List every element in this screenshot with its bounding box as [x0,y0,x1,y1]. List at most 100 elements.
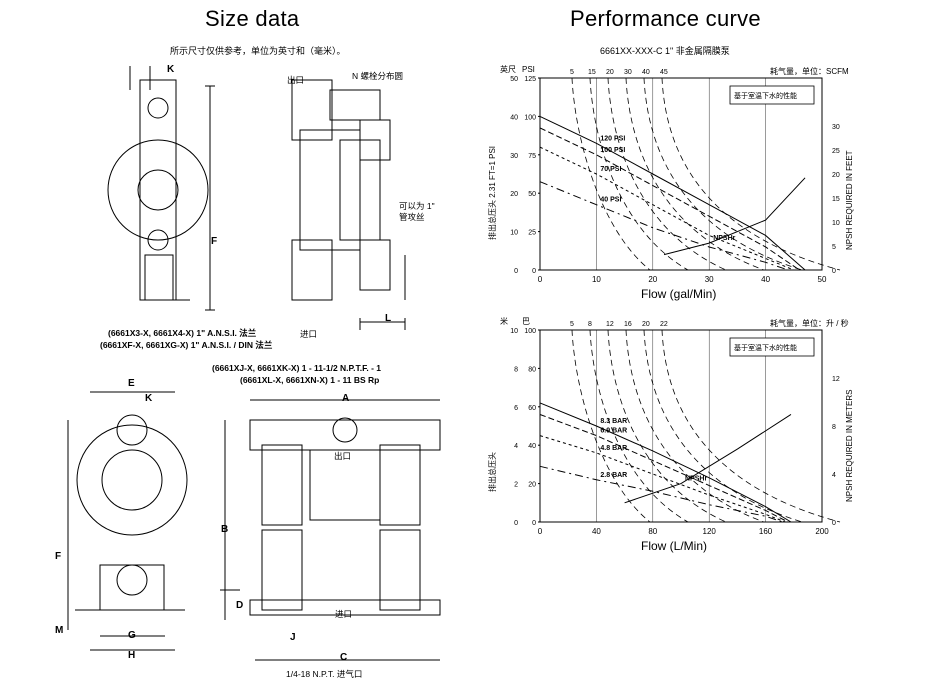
y-tick-label-head: 50 [528,191,536,198]
y2-tick-label: 10 [832,220,840,227]
series-label-3: 40 PSI [600,197,621,204]
air-consumption-curve [643,77,803,271]
y-tick-label-head: 80 [528,366,536,373]
series-line-0 [539,115,806,271]
dim-l: L [385,313,392,324]
series-label-1: 6.9 BAR [600,428,627,435]
y-tick-label-head: 40 [528,443,536,450]
series-label-3: 2.8 BAR [600,472,627,479]
inlet-bottom-label: 进口 [335,609,353,619]
air-label: 耗气量，单位：升 / 秒 [770,318,849,328]
air-consumption-curve [643,329,803,523]
unit-pressure: PSI [522,65,535,74]
air-consumption-curve [607,329,727,523]
y-tick-label-head: 75 [528,153,536,160]
air-tick-label: 8 [588,321,592,328]
y2-tick-label: 25 [832,148,840,155]
series-line-1 [539,414,789,523]
y-tick-label-head: 60 [528,405,536,412]
x-axis-label: Flow (L/Min) [641,539,707,553]
y-tick-label-pressure: 30 [510,153,518,160]
dim-f-top: F [211,236,218,247]
y-tick-label-head: 100 [524,328,536,335]
air-tick-label: 22 [660,321,668,328]
y2-axis-label: NPSH REQUIRED IN FEET [845,150,854,250]
y-tick-label-pressure: 50 [510,76,518,83]
ansi-flange-2: (6661XF-X, 6661XG-X) 1" A.N.S.I. / DIN 法… [100,340,273,350]
y-tick-label-pressure: 20 [510,191,518,198]
unit-top-left: 米 [500,316,508,326]
y-tick-label-head: 100 [524,114,536,121]
y-tick-label-pressure: 6 [514,405,518,412]
y2-tick-label: 15 [832,196,840,203]
dim-b: B [221,524,229,535]
npt-thread-2: (6661XL-X, 6661XN-X) 1 - 11 BS Rp [240,375,380,385]
x-tick-label: 30 [705,275,714,284]
air-label: 耗气量，单位：SCFM [770,66,849,76]
y-tick-label-head: 125 [524,76,536,83]
series-label-4: NPSHr [713,235,735,242]
air-tick-label: 12 [606,321,614,328]
y-tick-label-pressure: 10 [510,230,518,237]
series-label-0: 120 PSI [600,135,625,142]
air-tick-label: 5 [570,321,574,328]
air-consumption-curve [589,329,689,523]
x-tick-label: 50 [818,275,827,284]
series-line-1 [539,127,800,271]
series-label-4: NPSHr [685,476,707,483]
series-line-4 [663,177,806,256]
air-consumption-curve [625,329,765,523]
ansi-flange-1: (6661X3-X, 6661X4-X) 1" A.N.S.I. 法兰 [108,328,257,338]
side-view-top [107,66,215,311]
x-tick-label: 0 [538,275,543,284]
air-tick-label: 16 [624,321,632,328]
air-tick-label: 5 [570,69,574,76]
series-label-2: 70 PSI [600,166,621,173]
inlet-top-label: 进口 [300,329,318,339]
outlet-top-label: 出口 [287,75,305,85]
y-tick-label-pressure: 2 [514,482,518,489]
air-consumption-curve [661,77,841,271]
size-data-title: Size data [205,6,300,31]
x-axis-label: Flow (gal/Min) [641,287,716,301]
unit-pressure: 巴 [522,317,530,326]
dim-h: H [128,650,136,661]
air-tick-label: 45 [660,69,668,76]
dim-e: E [128,378,135,389]
y2-tick-label: 0 [832,520,836,527]
series-line-3 [539,181,789,271]
y2-tick-label: 4 [832,472,836,479]
series-line-4 [624,414,792,504]
performance-curve-title: Performance curve [570,6,761,31]
air-tick-label: 30 [624,69,632,76]
air-consumption-curve [625,77,765,271]
x-tick-label: 80 [648,527,657,536]
series-line-3 [539,465,783,523]
y2-tick-label: 0 [832,268,836,275]
y-tick-label-pressure: 4 [514,443,518,450]
y2-tick-label: 12 [832,376,840,383]
air-consumption-curve [589,77,689,271]
section-view-top [291,79,406,330]
dim-k-top: K [167,64,175,75]
chart-frame-1 [539,329,823,523]
x-tick-label: 160 [759,527,773,536]
legend-box-text: 基于室温下水的性能 [734,91,797,100]
air-tick-label: 20 [642,321,650,328]
x-tick-label: 10 [592,275,601,284]
chart-frame-0 [539,77,823,271]
series-label-0: 8.3 BAR [600,418,627,425]
legend-box [729,337,815,357]
air-consumption-curve [661,329,841,523]
y-tick-label-pressure: 0 [514,520,518,527]
y2-tick-label: 8 [832,424,836,431]
legend-box-text: 基于室温下水的性能 [734,343,797,352]
pipe-thread-label: 管攻丝 [399,212,425,222]
dim-j: J [290,632,296,643]
y2-tick-label: 5 [832,244,836,251]
y-tick-label-pressure: 8 [514,366,518,373]
air-consumption-curve [571,329,651,523]
dim-m: M [55,625,64,636]
dim-a: A [342,393,350,404]
